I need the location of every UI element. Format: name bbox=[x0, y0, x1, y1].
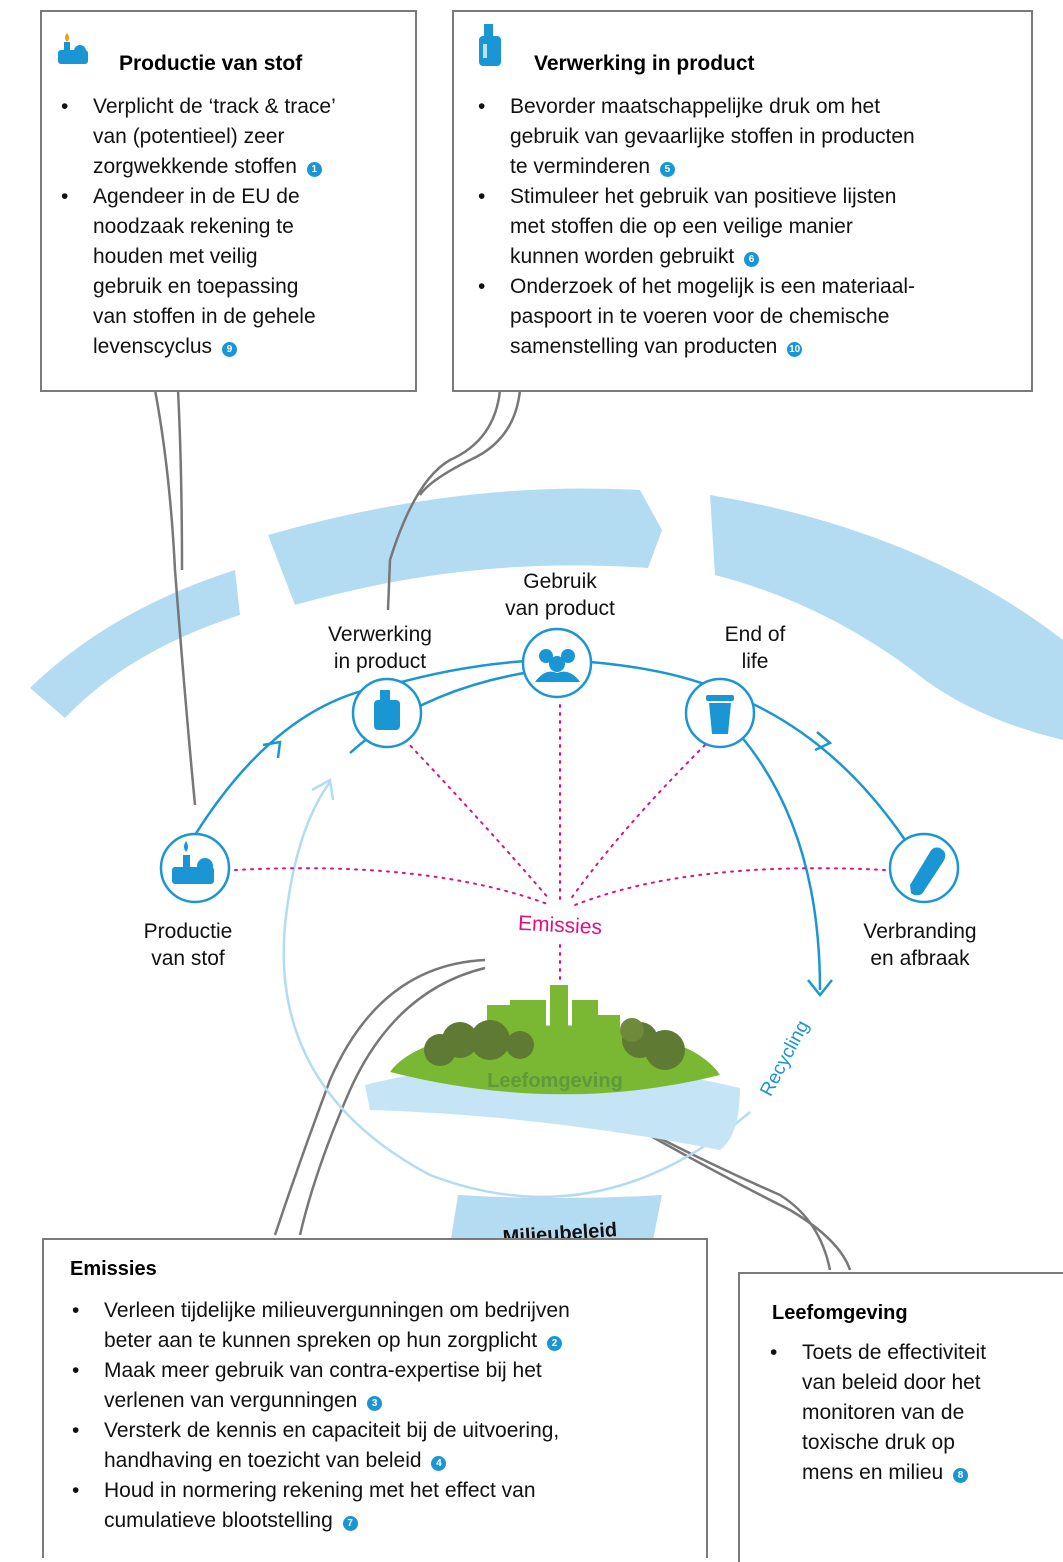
footnote-badge: 9 bbox=[221, 342, 237, 357]
recycling-arrow bbox=[311, 778, 335, 801]
arrow-2 bbox=[814, 731, 833, 752]
arrow-1 bbox=[262, 740, 282, 759]
emission-line-1 bbox=[234, 867, 551, 906]
label-emissies: Emissies bbox=[517, 911, 603, 940]
bullet-icon: • bbox=[770, 1341, 778, 1364]
bullet-icon: • bbox=[61, 185, 69, 208]
box-verwerking: Verwerking in product • Bevorder maatsch… bbox=[452, 10, 1033, 392]
label-gebruik: Gebruik van product bbox=[505, 570, 615, 620]
footnote-badge: 2 bbox=[546, 1336, 562, 1351]
band-segment-middle bbox=[268, 488, 662, 605]
factory-icon bbox=[172, 841, 214, 884]
list-item: • Agendeer in de EU de noodzaak rekening… bbox=[61, 182, 403, 362]
connector-productie bbox=[153, 389, 197, 806]
label-verbranding: Verbranding en afbraak bbox=[863, 920, 977, 970]
footnote-badge: 1 bbox=[306, 162, 322, 177]
box-productie: Productie van stof • Verplicht de ‘track… bbox=[40, 10, 417, 392]
list-item: • Bevorder maatschappelijke druk om het … bbox=[478, 92, 1020, 182]
bottle-icon bbox=[374, 690, 400, 730]
footnote-badge: 5 bbox=[659, 162, 675, 177]
list-item: • Stimuleer het gebruik van positieve li… bbox=[478, 182, 1020, 272]
bullet-icon: • bbox=[478, 275, 486, 298]
emission-line-5 bbox=[574, 867, 886, 906]
milieubeleid-tab: Milieubeleid bbox=[440, 1195, 680, 1249]
bullet-icon: • bbox=[72, 1299, 80, 1322]
box-verwerking-list: • Bevorder maatschappelijke druk om het … bbox=[478, 92, 1020, 362]
list-item: • Maak meer gebruik van contra-expertise… bbox=[72, 1356, 704, 1416]
band-segment-right bbox=[710, 495, 1063, 740]
box-productie-list: • Verplicht de ‘track & trace’ van (pote… bbox=[61, 92, 403, 362]
trees bbox=[424, 1018, 685, 1070]
bullet-icon: • bbox=[61, 95, 69, 118]
box-emissies-list: • Verleen tijdelijke milieuvergunningen … bbox=[72, 1296, 704, 1536]
connector-verwerking-2 bbox=[418, 389, 522, 496]
box-verwerking-title: Verwerking in product bbox=[534, 52, 755, 75]
footnote-badge: 4 bbox=[431, 1456, 447, 1471]
label-end-of-life: End of life bbox=[724, 623, 786, 673]
connector-verwerking bbox=[386, 389, 502, 611]
arrow-3 bbox=[807, 979, 833, 998]
footnote-badge: 6 bbox=[744, 252, 759, 267]
bullet-icon: • bbox=[478, 95, 486, 118]
list-item: • Toets de effectiviteit van beleid door… bbox=[770, 1338, 1062, 1488]
plastic-bottle-icon bbox=[910, 847, 946, 896]
box-productie-title: Productie van stof bbox=[119, 52, 303, 75]
bottle-icon bbox=[476, 22, 504, 66]
footnote-badge: 7 bbox=[342, 1516, 358, 1531]
footnote-badge: 8 bbox=[953, 1468, 969, 1483]
band-segment-left bbox=[30, 570, 240, 718]
box-leefomgeving-list: • Toets de effectiviteit van beleid door… bbox=[770, 1338, 1062, 1488]
bin-icon bbox=[706, 695, 734, 734]
box-emissies: Emissies • Verleen tijdelijke milieuverg… bbox=[42, 1238, 708, 1558]
bullet-icon: • bbox=[72, 1479, 80, 1502]
factory-icon bbox=[56, 32, 90, 66]
connector-leefomgeving-2 bbox=[639, 1128, 852, 1271]
emission-line-4 bbox=[569, 744, 706, 901]
connector-emissies bbox=[273, 958, 486, 1236]
box-emissies-title: Emissies bbox=[70, 1258, 157, 1280]
recycling-down-arc bbox=[739, 734, 822, 991]
bullet-icon: • bbox=[478, 185, 486, 208]
bullet-icon: • bbox=[72, 1359, 80, 1382]
list-item: • Versterk de kennis en capaciteit bij d… bbox=[72, 1416, 704, 1476]
box-leefomgeving-title: Leefomgeving bbox=[772, 1302, 908, 1324]
connector-productie-2 bbox=[176, 389, 184, 571]
connector-leefomgeving bbox=[624, 1118, 832, 1271]
emission-line-2 bbox=[404, 739, 551, 901]
list-item: • Houd in normering rekening met het eff… bbox=[72, 1476, 704, 1536]
footnote-badge: 3 bbox=[367, 1396, 383, 1411]
recycling-loop bbox=[282, 781, 751, 1199]
list-item: • Verleen tijdelijke milieuvergunningen … bbox=[72, 1296, 704, 1356]
label-productie: Productie van stof bbox=[143, 920, 233, 970]
footnote-badge: 10 bbox=[787, 342, 803, 357]
box-leefomgeving: Leefomgeving • Toets de effectiviteit va… bbox=[738, 1272, 1063, 1562]
bullet-icon: • bbox=[72, 1419, 80, 1442]
people-icon bbox=[535, 649, 580, 682]
label-verwerking: Verwerking in product bbox=[328, 623, 432, 673]
list-item: • Onderzoek of het mogelijk is een mater… bbox=[478, 272, 1020, 362]
label-leefomgeving: Leefomgeving bbox=[487, 1070, 623, 1092]
list-item: • Verplicht de ‘track & trace’ van (pote… bbox=[61, 92, 403, 182]
connector-emissies-2 bbox=[298, 966, 486, 1236]
